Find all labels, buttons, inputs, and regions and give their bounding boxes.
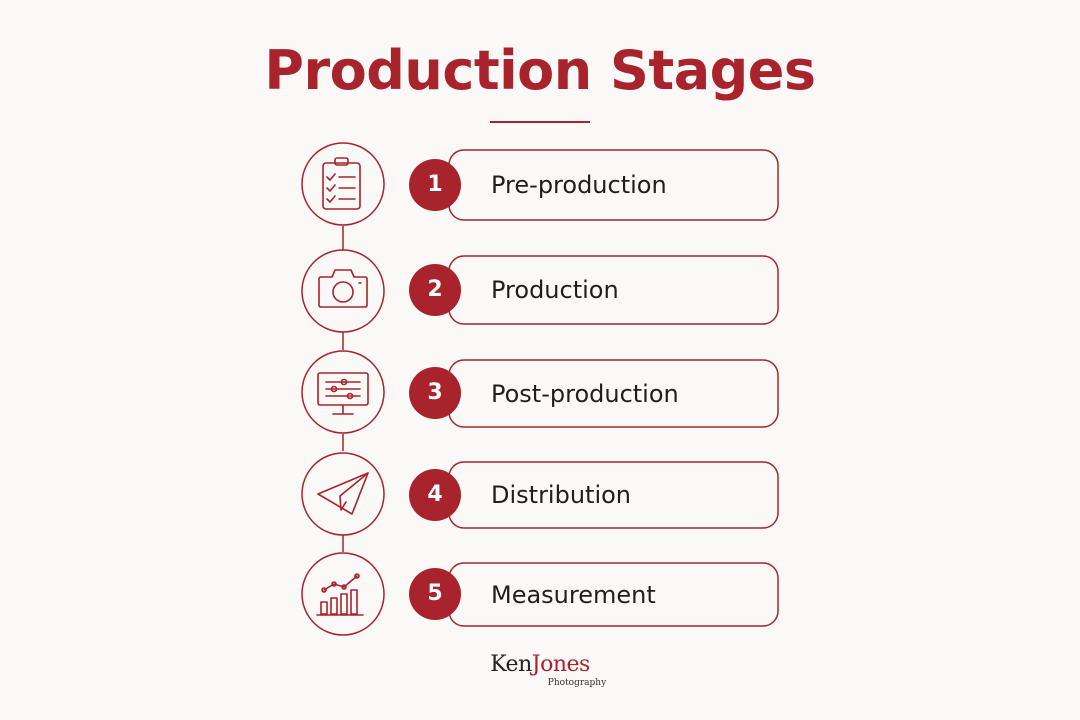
brand-first-name: Ken [490, 652, 532, 677]
stage-icon-ring [301, 350, 385, 434]
stage-icon-ring [301, 249, 385, 333]
bar-chart-trend-icon [316, 573, 364, 616]
clipboard-checklist-icon [322, 157, 361, 210]
page-title: Production Stages [264, 39, 816, 102]
stage-2-number-badge: 2 [409, 264, 461, 316]
stage-5-number-badge: 5 [409, 568, 461, 620]
brand-last-name: Jones [531, 652, 591, 677]
title-underline [490, 121, 590, 123]
stage-2-label: Production [491, 276, 619, 304]
brand-subtitle: Photography [547, 678, 607, 688]
monitor-sliders-icon [317, 372, 369, 415]
stage-3-number-badge: 3 [409, 367, 461, 419]
stage-icon-ring [301, 142, 385, 226]
stage-1-label: Pre-production [491, 171, 667, 199]
stage-4-number-badge: 4 [409, 469, 461, 521]
paper-plane-icon [317, 472, 369, 515]
stage-4-label: Distribution [491, 481, 632, 509]
brand-name: KenJones [490, 652, 590, 677]
stage-icon-ring [301, 452, 385, 536]
stage-1-number-badge: 1 [409, 159, 461, 211]
camera-icon [318, 269, 368, 308]
brand-logo: KenJones Photography [0, 652, 1080, 688]
stage-3-label: Post-production [491, 380, 679, 408]
stage-5-label: Measurement [491, 581, 656, 609]
stage-icon-ring [301, 552, 385, 636]
